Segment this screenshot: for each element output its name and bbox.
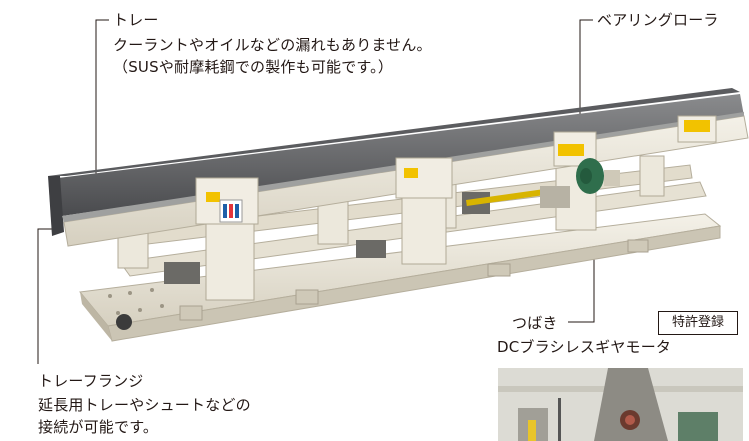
roller-title: ベアリングローラ [597,11,719,29]
spring-housings [195,115,717,225]
leader-flange [37,228,60,364]
tray-desc-line1: クーラントやオイルなどの漏れもありません。 [113,36,432,54]
tray-desc-line2: （SUSや耐摩耗鋼での製作も可能です。） [113,58,394,76]
leader-tray [95,19,109,180]
flange-desc-line2: 接続が可能です。 [38,418,159,436]
tsubaki-logo-icon [219,199,243,223]
motor-brand: つばき [512,314,558,332]
motor [466,158,620,208]
motor-name: DCブラシレスギヤモータ [497,338,672,356]
flange-title: トレーフランジ [38,372,144,390]
flange-desc-line1: 延長用トレーやシュートなどの [38,396,251,414]
patent-badge: 特許登録 [658,311,738,335]
tray-title: トレー [113,11,159,29]
photo-icon [498,368,743,441]
leader-roller [579,19,593,140]
caster-wheel [116,314,132,330]
motor-closeup-photo [498,368,743,441]
